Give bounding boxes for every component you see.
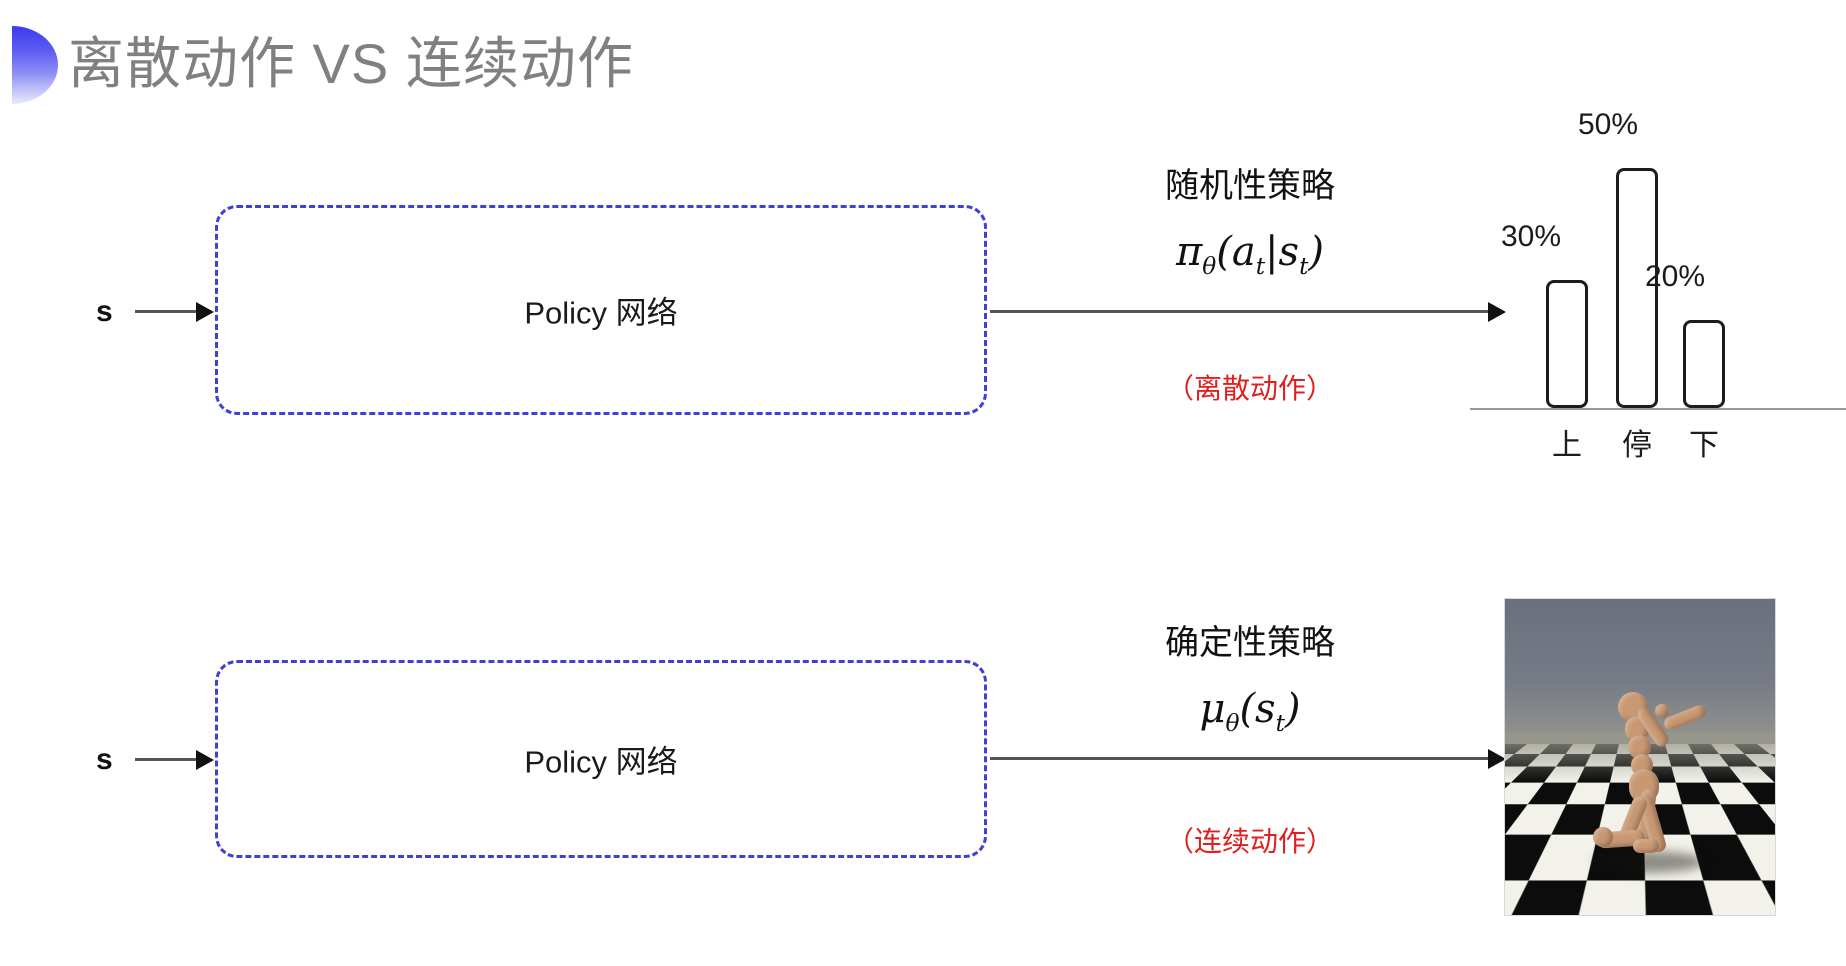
formula-fn-pi: π [1175, 229, 1203, 275]
formula-fn-mu-sub-theta: θ [1225, 710, 1240, 737]
formula-arg-a-sub: t [1255, 253, 1266, 280]
formula-arg-a: a [1231, 229, 1256, 275]
policy-network-label-discrete: Policy 网络 [524, 295, 678, 331]
formula-fn-sub-theta: θ [1202, 253, 1217, 280]
action-type-note-continuous: （连续动作） [1165, 826, 1334, 857]
input-state-label-continuous: s [96, 743, 113, 776]
policy-name-discrete: 随机性策略 [1165, 167, 1335, 205]
arrow-policy-to-output-continuous [990, 757, 1502, 760]
page-title: 离散动作 VS 连续动作 [68, 32, 634, 95]
bar-value-2: 20% [1644, 260, 1706, 293]
formula-mu-close-paren: ) [1284, 686, 1301, 732]
chart-baseline-axis [1470, 408, 1846, 410]
policy-name-continuous: 确定性策略 [1165, 624, 1335, 662]
policy-formula-discrete: πθ(at|st) [1085, 229, 1415, 280]
humanoid-hand [1655, 704, 1669, 718]
formula-arg-s-sub: t [1299, 253, 1309, 280]
arrow-input-to-policy-continuous [135, 758, 210, 761]
bar-1 [1616, 168, 1658, 408]
bar-value-0: 30% [1500, 220, 1562, 253]
humanoid-foot [1633, 839, 1659, 853]
humanoid-mid-torso [1628, 735, 1651, 759]
formula-mu-open-paren: ( [1239, 686, 1256, 732]
humanoid-simulation-image [1504, 598, 1776, 916]
bar-0 [1546, 280, 1588, 408]
action-type-note-discrete: （离散动作） [1165, 373, 1334, 404]
arrow-policy-to-output-discrete [990, 310, 1502, 313]
formula-mu-arg-s-sub: t [1275, 710, 1285, 737]
arrow-input-to-policy-discrete [135, 310, 210, 313]
input-state-label-discrete: s [96, 295, 113, 328]
humanoid-knee-back [1593, 827, 1613, 847]
leaf-bullet-icon [12, 26, 58, 104]
policy-text-discrete: 随机性策略 πθ(at|st) [1085, 158, 1415, 280]
policy-network-box-continuous[interactable]: Policy 网络 [215, 660, 987, 858]
formula-condition-bar: | [1265, 229, 1279, 275]
formula-fn-mu: μ [1199, 686, 1226, 732]
bar-category-0: 上 [1552, 429, 1582, 462]
formula-mu-arg-s: s [1255, 686, 1276, 732]
formula-close-paren: ) [1308, 229, 1324, 275]
bar-category-2: 下 [1689, 429, 1719, 462]
policy-text-continuous: 确定性策略 μθ(st) [1085, 615, 1415, 737]
bar-2 [1683, 320, 1725, 408]
sim-ground-shadow [1595, 851, 1705, 873]
policy-formula-continuous: μθ(st) [1085, 686, 1415, 737]
policy-network-label-continuous: Policy 网络 [524, 744, 678, 780]
formula-open-paren: ( [1216, 229, 1232, 275]
policy-network-box-discrete[interactable]: Policy 网络 [215, 205, 987, 415]
action-probability-bar-chart: 30% 50% 20% 上 停 下 [1470, 108, 1846, 462]
bar-value-1: 50% [1577, 108, 1639, 141]
bar-category-1: 停 [1622, 429, 1652, 462]
formula-arg-s: s [1278, 229, 1300, 275]
